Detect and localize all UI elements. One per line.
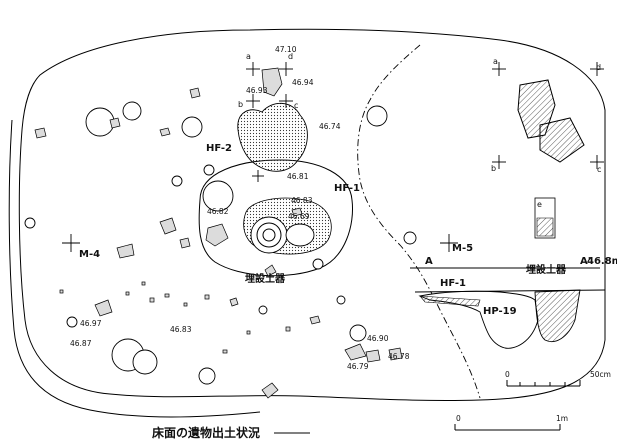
buried-vessel-mid <box>256 222 282 248</box>
grid-crosses <box>62 170 458 252</box>
hp19-label: HP-19 <box>483 306 517 317</box>
detail-letter: b <box>238 100 243 109</box>
elevation-label: 47.10 <box>275 45 297 54</box>
elevation-label: 46.94 <box>292 78 314 87</box>
elevation-label: 46.78 <box>388 352 410 361</box>
buried-vessel-label: 埋設土器 <box>245 272 286 285</box>
section-start-label: A <box>425 256 433 267</box>
scale-small-zero: 0 <box>505 370 510 379</box>
detail-group-center <box>246 62 293 108</box>
hf2-burnt-area <box>237 102 308 172</box>
scale-bar-small: 0 50cm <box>505 370 611 387</box>
detail-letter: a <box>493 57 498 66</box>
buried-vessel-section-label: 埋設土器 <box>526 263 567 276</box>
m4-label: M-4 <box>79 249 100 260</box>
scale-small-end: 50cm <box>590 370 611 379</box>
outer-wall-line <box>8 119 261 418</box>
elevation-label: 46.90 <box>367 334 389 343</box>
detail-letter: d <box>596 63 601 72</box>
elevation-label: 46.74 <box>319 122 341 131</box>
elevation-label: 46.69 <box>288 212 310 221</box>
pit-in-hearth <box>285 223 315 247</box>
elevation-label: 46.97 <box>80 319 102 328</box>
small-pits <box>24 101 417 385</box>
scale-large-end: 1m <box>556 414 568 423</box>
elevation-label: 46.83 <box>291 196 313 205</box>
detail-letter: a <box>246 52 251 61</box>
hf2-label: HF-2 <box>206 143 232 154</box>
scale-bar-large: 0 1m <box>454 414 568 431</box>
elevation-label: 46.93 <box>246 86 268 95</box>
section-profile <box>414 289 606 349</box>
elevation-label: 46.82 <box>207 207 229 216</box>
detail-letter: c <box>294 101 298 110</box>
section-end-label: A' <box>580 256 591 267</box>
detail-letter: c <box>597 165 601 174</box>
hf1-boundary <box>357 44 481 399</box>
hf1-section-label: HF-1 <box>440 278 466 289</box>
buried-vessel-inner <box>262 228 276 242</box>
elevation-label: 46.83 <box>170 325 192 334</box>
section-elevation-label: 46.8m <box>587 256 617 267</box>
detail-group-right <box>492 62 604 239</box>
figure-caption: 床面の遺物出土状況 <box>152 425 260 440</box>
elevation-label: 46.79 <box>347 362 369 371</box>
scale-large-zero: 0 <box>456 414 461 423</box>
elevation-label: 46.87 <box>70 339 92 348</box>
artifact-scatter <box>34 87 403 399</box>
elevation-label: 46.81 <box>287 172 309 181</box>
detail-letter: b <box>491 164 496 173</box>
pit-outline <box>18 28 606 402</box>
detail-letter: e <box>537 200 542 209</box>
hf1-label: HF-1 <box>334 183 360 194</box>
m5-label: M-5 <box>452 243 473 254</box>
detail-letter: d <box>288 52 293 61</box>
